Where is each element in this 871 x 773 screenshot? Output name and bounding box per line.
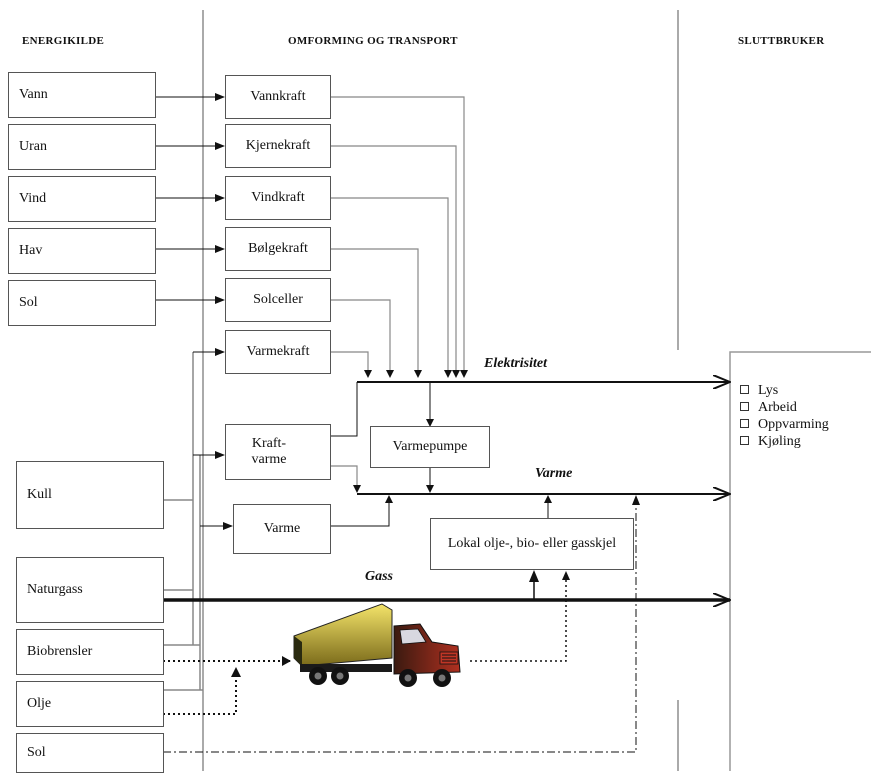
conversion-box-local-boiler: Lokal olje-, bio- eller gasskjel	[430, 518, 634, 570]
end-use-item: Kjøling	[740, 433, 829, 450]
conversion-box-varmekraft: Varmekraft	[225, 330, 331, 374]
source-box-vind: Vind	[8, 176, 156, 222]
source-box-hav: Hav	[8, 228, 156, 274]
checkbox-icon	[740, 385, 749, 394]
source-box-naturgass: Naturgass	[16, 557, 164, 623]
flow-label-gas: Gass	[365, 569, 393, 585]
source-box-vann: Vann	[8, 72, 156, 118]
conversion-box-varmepumpe: Varmepumpe	[370, 426, 490, 468]
source-box-olje: Olje	[16, 681, 164, 727]
flow-label-heat: Varme	[535, 466, 572, 482]
conversion-box-varme: Varme	[233, 504, 331, 554]
source-box-kull: Kull	[16, 461, 164, 529]
header-energy-sources: Energikilde	[22, 35, 104, 47]
source-box-sol: Sol	[8, 280, 156, 326]
checkbox-icon	[740, 436, 749, 445]
end-use-list: Lys Arbeid Oppvarming Kjøling	[740, 382, 829, 450]
checkbox-icon	[740, 402, 749, 411]
header-end-user: Sluttbruker	[738, 35, 824, 47]
conversion-box-vindkraft: Vindkraft	[225, 176, 331, 220]
source-box-uran: Uran	[8, 124, 156, 170]
conversion-box-vannkraft: Vannkraft	[225, 75, 331, 119]
flow-label-electricity: Elektrisitet	[484, 356, 547, 372]
header-conversion-transport: Omforming og transport	[288, 35, 458, 47]
end-use-item: Oppvarming	[740, 416, 829, 433]
conversion-box-kjernekraft: Kjernekraft	[225, 124, 331, 168]
end-use-item: Lys	[740, 382, 829, 399]
source-box-biobrensler: Biobrensler	[16, 629, 164, 675]
conversion-box-kraftvarme: Kraft- varme	[225, 424, 331, 480]
conversion-box-solceller: Solceller	[225, 278, 331, 322]
conversion-box-bolgekraft: Bølgekraft	[225, 227, 331, 271]
truck-icon	[290, 596, 462, 688]
source-box-sol-thermal: Sol	[16, 733, 164, 773]
checkbox-icon	[740, 419, 749, 428]
end-use-item: Arbeid	[740, 399, 829, 416]
